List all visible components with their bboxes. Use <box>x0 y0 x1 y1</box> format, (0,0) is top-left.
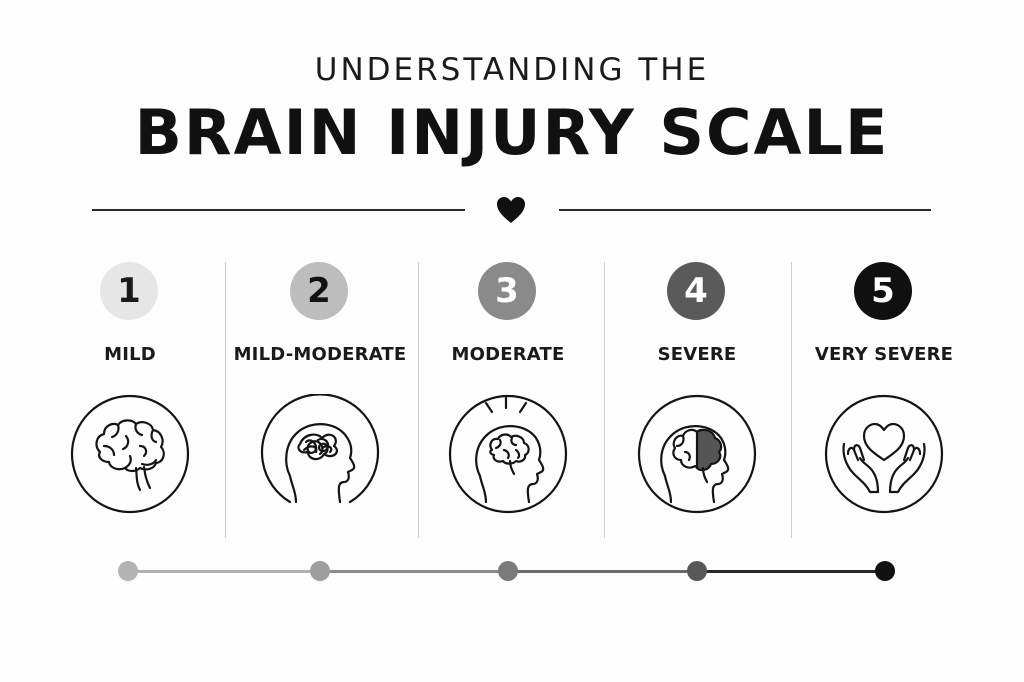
brain-icon <box>70 394 190 514</box>
scale-segment <box>128 570 320 573</box>
scale-dot <box>875 561 895 581</box>
level-label: SEVERE <box>657 344 737 365</box>
level-number: 2 <box>307 271 331 311</box>
scale-dot <box>498 561 518 581</box>
level-number: 5 <box>871 271 895 311</box>
title-rule-right <box>559 209 931 211</box>
hands-heart-icon <box>824 394 944 514</box>
level-number: 3 <box>495 271 519 311</box>
level-badge-3: 3 <box>478 262 536 320</box>
head-brain-radiating-icon <box>448 394 568 514</box>
scale-segment <box>320 570 508 573</box>
level-number: 4 <box>684 271 708 311</box>
level-label: MILD-MODERATE <box>233 344 407 365</box>
level-badge-5: 5 <box>854 262 912 320</box>
column-divider <box>225 262 226 538</box>
heart-icon <box>495 195 527 225</box>
column-divider <box>418 262 419 538</box>
scale-dot <box>118 561 138 581</box>
scale-dot <box>310 561 330 581</box>
level-number: 1 <box>117 271 141 311</box>
scale-segment <box>508 570 697 573</box>
level-badge-2: 2 <box>290 262 348 320</box>
level-badge-1: 1 <box>100 262 158 320</box>
scale-segment <box>697 570 885 573</box>
level-badge-4: 4 <box>667 262 725 320</box>
head-tangled-thoughts-icon <box>260 393 380 514</box>
column-divider <box>604 262 605 538</box>
level-label: MILD <box>104 344 156 365</box>
column-divider <box>791 262 792 538</box>
title-rule-left <box>92 209 465 211</box>
level-label: VERY SEVERE <box>814 344 954 365</box>
scale-dot <box>687 561 707 581</box>
level-label: MODERATE <box>451 344 565 365</box>
head-brain-damaged-icon <box>637 394 757 514</box>
page-title-line2: BRAIN INJURY SCALE <box>134 96 890 169</box>
page-title-line1: UNDERSTANDING THE <box>314 52 710 88</box>
